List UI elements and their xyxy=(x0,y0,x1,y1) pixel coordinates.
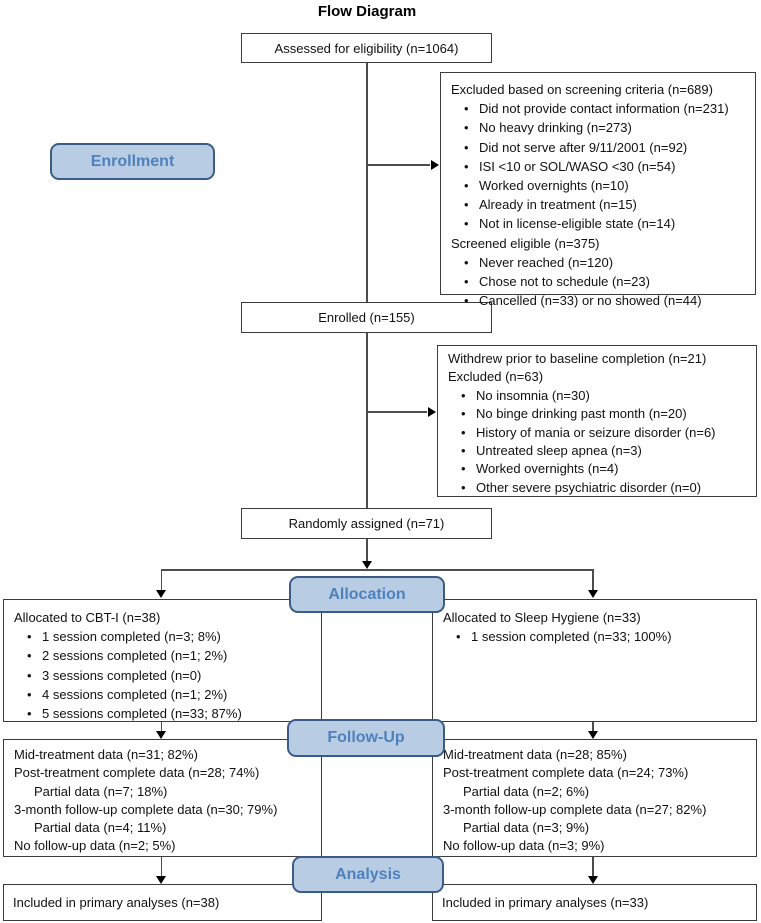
followup-sh-line: Post-treatment complete data (n=24; 73%) xyxy=(443,765,689,781)
withdrew-excluded-header: Excluded (n=63) xyxy=(448,369,544,385)
excluded-screening-item: ISI <10 or SOL/WASO <30 (n=54) xyxy=(441,157,755,176)
analysis-stage-text: Analysis xyxy=(335,865,401,883)
followup-cbti-box: Mid-treatment data (n=31; 82%) Post-trea… xyxy=(3,739,322,857)
followup-cbti-line: No follow-up data (n=2; 5%) xyxy=(14,838,176,854)
excluded-screening-item: Not in license-eligible state (n=14) xyxy=(441,214,755,233)
followup-stage-text: Follow-Up xyxy=(327,729,405,746)
enrolled-box: Enrolled (n=155) xyxy=(241,302,492,333)
screened-eligible-item: Chose not to schedule (n=23) xyxy=(441,272,755,291)
connector-line xyxy=(160,569,162,592)
withdrew-item: No binge drinking past month (n=20) xyxy=(438,405,756,424)
enrollment-stage-text: Enrollment xyxy=(90,152,175,170)
followup-sh-line: Partial data (n=2; 6%) xyxy=(463,783,590,799)
connector-line xyxy=(160,722,162,734)
connector-line xyxy=(592,722,594,734)
connector-line xyxy=(366,539,368,563)
analysis-cbti-box: Included in primary analyses (n=38) xyxy=(3,884,322,921)
assessed-text: Assessed for eligibility (n=1064) xyxy=(274,40,459,56)
connector-line xyxy=(366,164,430,166)
followup-sh-line: 3-month follow-up complete data (n=27; 8… xyxy=(443,801,707,817)
analysis-cbti-text: Included in primary analyses (n=38) xyxy=(13,895,220,910)
followup-sleep-hygiene-box: Mid-treatment data (n=28; 85%) Post-trea… xyxy=(432,739,757,857)
screened-eligible-item: Never reached (n=120) xyxy=(441,253,755,272)
enrolled-text: Enrolled (n=155) xyxy=(318,310,415,325)
excluded-screening-item: Did not serve after 9/11/2001 (n=92) xyxy=(441,138,755,157)
connector-line xyxy=(366,63,368,303)
arrow-down-head-icon xyxy=(156,590,166,598)
withdrew-item: History of mania or seizure disorder (n=… xyxy=(438,424,756,443)
randomized-box: Randomly assigned (n=71) xyxy=(241,508,492,539)
allocated-cbti-item: 2 sessions completed (n=1; 2%) xyxy=(4,646,321,665)
connector-line xyxy=(161,569,593,571)
analysis-sleep-hygiene-box: Included in primary analyses (n=33) xyxy=(432,884,757,921)
connector-line xyxy=(592,857,594,877)
followup-cbti-line: Partial data (n=7; 18%) xyxy=(34,783,168,799)
connector-line xyxy=(160,857,162,877)
withdrew-item: Untreated sleep apnea (n=3) xyxy=(438,442,756,461)
allocated-sleep-hygiene-box: Allocated to Sleep Hygiene (n=33) 1 sess… xyxy=(432,599,757,722)
followup-cbti-line: Mid-treatment data (n=31; 82%) xyxy=(14,747,198,762)
connector-line xyxy=(592,569,594,592)
followup-sh-line: Partial data (n=3; 9%) xyxy=(463,820,590,836)
excluded-screening-box: Excluded based on screening criteria (n=… xyxy=(440,72,756,311)
excluded-screening-item: Did not provide contact information (n=2… xyxy=(441,99,755,118)
page-title: Flow Diagram xyxy=(317,3,417,20)
allocated-sleep-hygiene-header: Allocated to Sleep Hygiene (n=33) xyxy=(443,610,641,625)
excluded-screening-item: Worked overnights (n=10) xyxy=(441,176,755,195)
followup-cbti-line: Post-treatment complete data (n=28; 74%) xyxy=(14,765,260,781)
connector-line xyxy=(366,333,368,509)
allocation-stage-label: Allocation xyxy=(289,576,445,613)
arrow-down-head-icon xyxy=(362,561,372,569)
allocated-cbti-item: 1 session completed (n=3; 8%) xyxy=(4,627,321,646)
followup-cbti-line: 3-month follow-up complete data (n=30; 7… xyxy=(14,801,278,817)
randomized-text: Randomly assigned (n=71) xyxy=(288,516,445,531)
followup-sh-line: Mid-treatment data (n=28; 85%) xyxy=(443,747,627,762)
excluded-screening-item: Already in treatment (n=15) xyxy=(441,195,755,214)
screened-eligible-item: Cancelled (n=33) or no showed (n=44) xyxy=(441,291,755,310)
allocation-stage-text: Allocation xyxy=(328,585,406,603)
analysis-sleep-hygiene-text: Included in primary analyses (n=33) xyxy=(442,895,649,910)
allocated-cbti-item: 4 sessions completed (n=1; 2%) xyxy=(4,685,321,704)
arrow-down-head-icon xyxy=(588,731,598,739)
allocated-sleep-hygiene-item: 1 session completed (n=33; 100%) xyxy=(433,627,756,646)
withdrew-box: Withdrew prior to baseline completion (n… xyxy=(437,345,757,498)
allocated-cbti-box: Allocated to CBT-I (n=38) 1 session comp… xyxy=(3,599,322,723)
analysis-stage-label: Analysis xyxy=(292,856,444,893)
withdrew-item: No insomnia (n=30) xyxy=(438,387,756,406)
withdrew-header: Withdrew prior to baseline completion (n… xyxy=(448,351,707,366)
excluded-screening-item: No heavy drinking (n=273) xyxy=(441,118,755,137)
followup-cbti-line: Partial data (n=4; 11%) xyxy=(34,820,167,836)
connector-line xyxy=(366,411,427,413)
allocated-cbti-item: 3 sessions completed (n=0) xyxy=(4,666,321,685)
arrow-down-head-icon xyxy=(156,731,166,739)
arrow-right-head-icon xyxy=(428,407,436,417)
arrow-right-head-icon xyxy=(431,160,439,170)
followup-sh-line: No follow-up data (n=3; 9%) xyxy=(443,838,605,854)
followup-stage-label: Follow-Up xyxy=(287,719,445,757)
screened-eligible-header: Screened eligible (n=375) xyxy=(451,235,600,251)
withdrew-item: Worked overnights (n=4) xyxy=(438,460,756,479)
withdrew-item: Other severe psychiatric disorder (n=0) xyxy=(438,479,756,498)
arrow-down-head-icon xyxy=(588,876,598,884)
allocated-cbti-header: Allocated to CBT-I (n=38) xyxy=(14,610,161,625)
excluded-screening-header: Excluded based on screening criteria (n=… xyxy=(451,82,713,97)
arrow-down-head-icon xyxy=(156,876,166,884)
enrollment-stage-label: Enrollment xyxy=(50,143,215,180)
arrow-down-head-icon xyxy=(588,590,598,598)
allocated-cbti-item: 5 sessions completed (n=33; 87%) xyxy=(4,704,321,723)
assessed-box: Assessed for eligibility (n=1064) xyxy=(241,33,492,63)
